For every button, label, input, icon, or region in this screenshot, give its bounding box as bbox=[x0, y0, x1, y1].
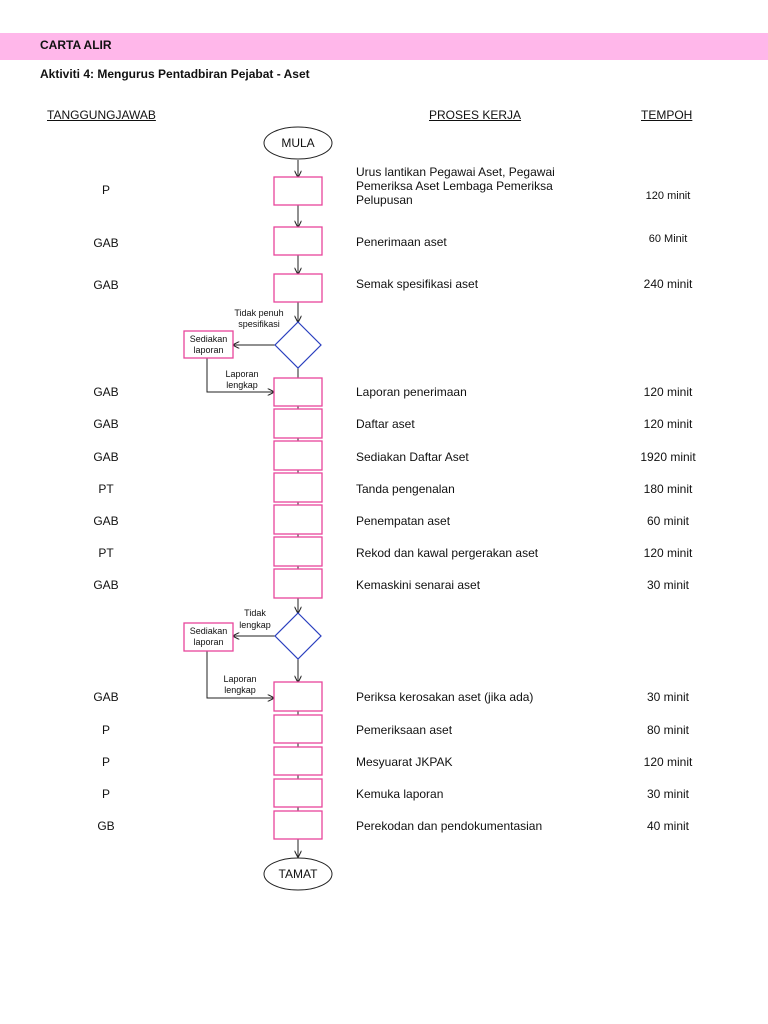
step-responsibility: GAB bbox=[93, 385, 119, 399]
step-responsibility: GAB bbox=[93, 578, 119, 592]
side-box-prepare-report: Sediakan laporan bbox=[183, 622, 234, 652]
step-duration: 40 minit bbox=[646, 819, 690, 833]
step-responsibility: GAB bbox=[93, 514, 119, 528]
step-duration: 60 minit bbox=[646, 514, 690, 528]
column-header-process: PROSES KERJA bbox=[429, 108, 522, 122]
step-duration: 120 minit bbox=[643, 385, 693, 399]
step-responsibility: PT bbox=[98, 546, 114, 560]
side-box-label: laporan bbox=[193, 637, 223, 647]
process-box bbox=[273, 472, 323, 503]
process-box bbox=[273, 273, 323, 303]
step-responsibility: GAB bbox=[93, 278, 119, 292]
connector-arrow bbox=[206, 358, 274, 392]
process-box bbox=[273, 778, 323, 808]
process-box bbox=[273, 408, 323, 439]
step-process: Kemuka laporan bbox=[356, 787, 444, 801]
step-responsibility: GAB bbox=[93, 450, 119, 464]
step-duration: 120 minit bbox=[643, 755, 693, 769]
process-box bbox=[273, 440, 323, 471]
decision-diamond bbox=[274, 321, 322, 369]
page-subtitle: Aktiviti 4: Mengurus Pentadbiran Pejabat… bbox=[40, 67, 310, 81]
process-box bbox=[273, 176, 323, 206]
process-box bbox=[273, 504, 323, 535]
step-duration: 120 minit bbox=[645, 190, 691, 202]
process-box bbox=[273, 536, 323, 567]
step-process: Penerimaan aset bbox=[356, 235, 447, 249]
step-duration: 60 Minit bbox=[648, 233, 688, 245]
step-duration: 1920 minit bbox=[640, 450, 696, 464]
connector-arrow bbox=[206, 651, 274, 698]
page-title: CARTA ALIR bbox=[40, 38, 112, 52]
step-duration: 30 minit bbox=[646, 787, 690, 801]
step-responsibility: PT bbox=[98, 482, 114, 496]
title-bar bbox=[0, 33, 768, 60]
step-process: Pemeriksaan aset bbox=[356, 723, 453, 737]
branch-label: lengkap bbox=[224, 685, 256, 695]
side-box-label: Sediakan bbox=[190, 626, 228, 636]
column-header-duration: TEMPOH bbox=[641, 108, 693, 122]
side-box-prepare-report: Sediakan laporan bbox=[183, 330, 234, 359]
process-box bbox=[273, 746, 323, 776]
step-duration: 120 minit bbox=[643, 546, 693, 560]
start-terminal: MULA bbox=[263, 126, 333, 160]
branch-label: Tidak penuh bbox=[234, 308, 283, 318]
column-header-responsibility: TANGGUNGJAWAB bbox=[47, 108, 156, 122]
end-terminal: TAMAT bbox=[263, 857, 333, 891]
step-duration: 80 minit bbox=[646, 723, 690, 737]
step-process: Periksa kerosakan aset (jika ada) bbox=[356, 690, 534, 704]
decision-diamond bbox=[274, 612, 322, 660]
step-responsibility: GAB bbox=[93, 417, 119, 431]
step-duration: 180 minit bbox=[643, 482, 693, 496]
side-box-label: Sediakan bbox=[190, 334, 228, 344]
end-label: TAMAT bbox=[279, 867, 319, 881]
process-box bbox=[273, 226, 323, 256]
step-process: Penempatan aset bbox=[356, 514, 451, 528]
branch-label: Laporan bbox=[225, 369, 258, 379]
step-process: Semak spesifikasi aset bbox=[356, 277, 479, 291]
step-responsibility: P bbox=[101, 723, 110, 737]
step-duration: 30 minit bbox=[646, 578, 690, 592]
step-responsibility: P bbox=[101, 755, 110, 769]
step-process: Rekod dan kawal pergerakan aset bbox=[356, 546, 539, 560]
process-box bbox=[273, 714, 323, 744]
step-responsibility: GB bbox=[97, 819, 115, 833]
step-duration: 240 minit bbox=[643, 277, 693, 291]
step-responsibility: P bbox=[101, 183, 110, 197]
step-process: Tanda pengenalan bbox=[356, 482, 455, 496]
step-process: Urus lantikan Pegawai Aset, Pegawai Peme… bbox=[356, 165, 555, 207]
process-box bbox=[273, 810, 323, 840]
step-responsibility: GAB bbox=[93, 690, 119, 704]
process-box bbox=[273, 681, 323, 712]
side-box-label: laporan bbox=[193, 345, 223, 355]
branch-label: lengkap bbox=[239, 620, 271, 630]
step-responsibility: GAB bbox=[93, 236, 119, 250]
branch-label: Laporan bbox=[223, 674, 256, 684]
process-box bbox=[273, 568, 323, 599]
step-process: Kemaskini senarai aset bbox=[356, 578, 481, 592]
step-process: Mesyuarat JKPAK bbox=[356, 755, 453, 769]
step-responsibility: P bbox=[101, 787, 110, 801]
step-process: Laporan penerimaan bbox=[356, 385, 467, 399]
step-duration: 30 minit bbox=[646, 690, 690, 704]
start-label: MULA bbox=[281, 136, 314, 150]
process-box bbox=[273, 377, 323, 407]
step-duration: 120 minit bbox=[643, 417, 693, 431]
branch-label: Tidak bbox=[244, 608, 266, 618]
step-process: Sediakan Daftar Aset bbox=[356, 450, 469, 464]
step-process: Perekodan dan pendokumentasian bbox=[356, 819, 543, 833]
branch-label: lengkap bbox=[226, 380, 258, 390]
branch-label: spesifikasi bbox=[238, 319, 280, 329]
step-process: Daftar aset bbox=[356, 417, 415, 431]
